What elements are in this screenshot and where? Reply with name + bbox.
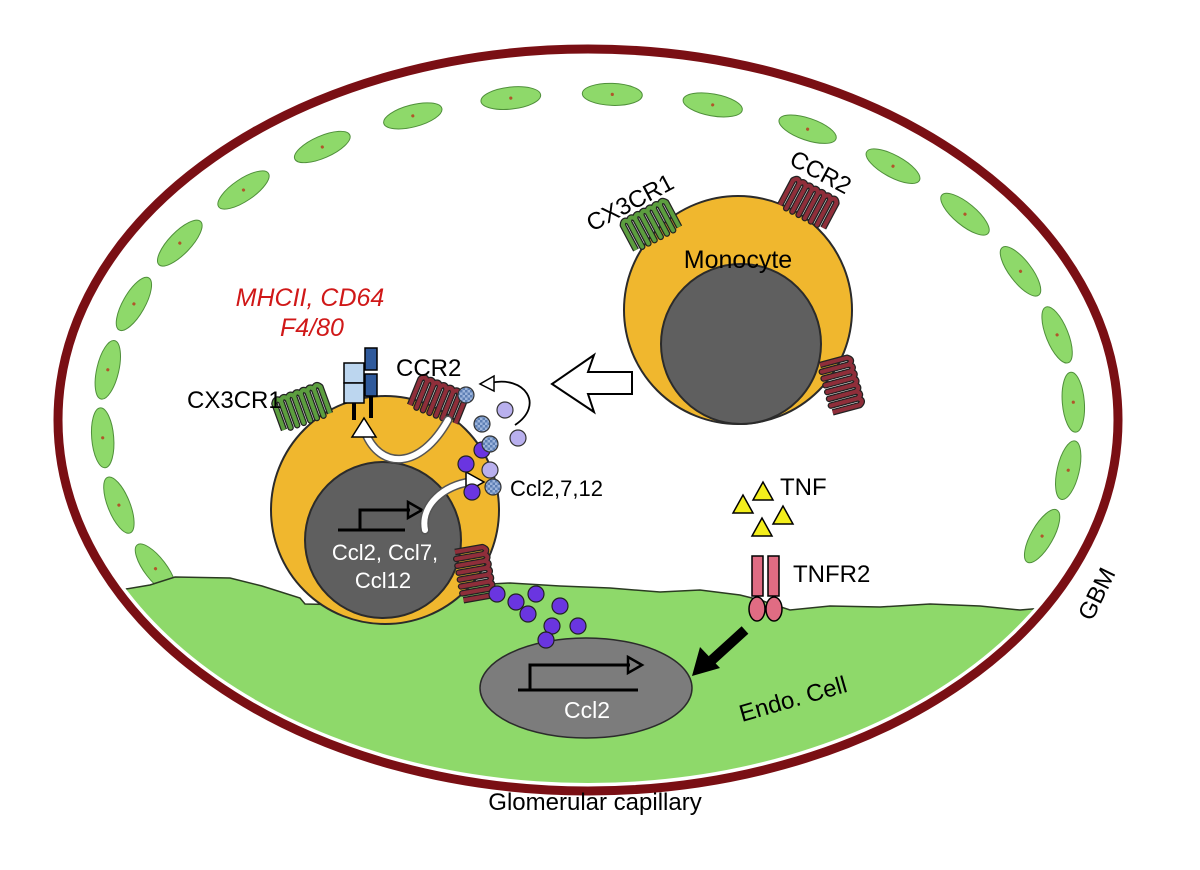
gbm-label: GBM [1073,564,1121,625]
macrophage-nucleus [304,461,462,619]
tnf-triangles [731,480,795,537]
macrophage-cell: Ccl2, Ccl7, Ccl12 [270,395,500,625]
endothelial-pod [157,219,203,267]
endothelial-pod [999,246,1042,297]
endo-transcription-arrow-icon [518,663,638,692]
endothelial-pod [103,476,135,534]
marker-label-line1: MHCII, CD64 [236,284,385,312]
tnf-triangle-icon [751,480,775,501]
chemokine-dot [537,631,555,649]
chemokine-dot-checked [484,478,502,496]
mac-transcription-arrowhead [406,499,425,521]
chemokine-dot-checked [481,435,499,453]
chemokine-dot-light [481,461,499,479]
chemokines-label: Ccl2,7,12 [510,476,603,501]
endothelial-pod [90,407,115,469]
signal-arrow-shaft [708,626,749,664]
tnf-label: TNF [780,474,827,501]
chemokine-dot [507,593,525,611]
endothelial-pod [293,130,351,164]
receptors [271,175,866,604]
arrowhead-up [350,416,378,438]
signal-arrow-head [692,647,720,676]
chemokine-dot [551,597,569,615]
tnf-triangle-icon [771,504,795,525]
endothelial-pod [480,86,542,111]
monocyte-nucleus [660,263,822,425]
mac-genes-line2: Ccl12 [355,568,411,593]
endothelial-pod [1055,440,1082,501]
chemokine-dot-checked [457,386,475,404]
endothelial-pod [1023,508,1061,564]
chemokine-dot [457,455,475,473]
endothelial-pod [581,82,643,106]
endothelial-nucleus [479,637,693,739]
caption: Glomerular capillary [488,789,701,816]
tnfr2-label: TNFR2 [793,561,870,588]
chemokine-dot-light [509,429,527,447]
cx3cr1-macrophage-receptor-7tm-icon [271,381,334,432]
endo-gene-label: Ccl2 [564,697,610,723]
capillary-wall [53,44,1123,796]
endothelial-pod [217,170,270,210]
chemokine-dot [519,605,537,623]
cx3cr1-mac-label: CX3CR1 [187,387,282,414]
migration-arrow-icon [550,352,633,415]
endothelial-pod [1041,306,1073,364]
tnf-triangle-icon [750,516,774,537]
ccr2-mac-label: CCR2 [396,355,461,382]
chemokine-dot [463,483,481,501]
ccr2-monocyte-receptor-top-7tm-icon [777,175,840,230]
mac-transcription-arrow-icon [338,508,410,532]
endothelial-pod [94,339,121,400]
curved-arrow-feedback [489,380,531,426]
chemokine-dot [488,585,506,603]
endothelial-pod [778,114,837,144]
arrowhead-feedback [478,374,495,393]
tnfr2-receptor [748,555,783,622]
marker-label-line2: F4/80 [280,314,344,342]
endothelial-pod [682,92,743,118]
monocyte-cell: Monocyte [623,195,853,425]
chemokine-dot-light [496,401,514,419]
chemokine-dot-checked [473,415,491,433]
ccr2-macrophage-receptor-lower-7tm-icon [452,543,497,604]
chemokine-particles [457,386,587,649]
chemokine-dot [527,585,545,603]
monocyte-label: Monocyte [684,246,792,274]
endothelial-pod [1061,371,1086,433]
tnf-triangle-icon [731,493,755,514]
endo-transcription-arrowhead [626,654,645,676]
endothelial-pod [865,148,921,184]
mac-genes-line1: Ccl2, Ccl7, [332,540,438,565]
endothelial-pod [383,102,443,130]
cx3cr1-monocyte-receptor-7tm-icon [619,197,683,252]
chemokine-dot [569,617,587,635]
mhcii-cd64-markers [343,347,378,420]
endothelial-pod [940,192,990,236]
endothelial-pod [115,276,153,332]
ccr2-monocyte-receptor-side-7tm-icon [818,354,866,416]
endothelial-lining [90,82,1086,594]
